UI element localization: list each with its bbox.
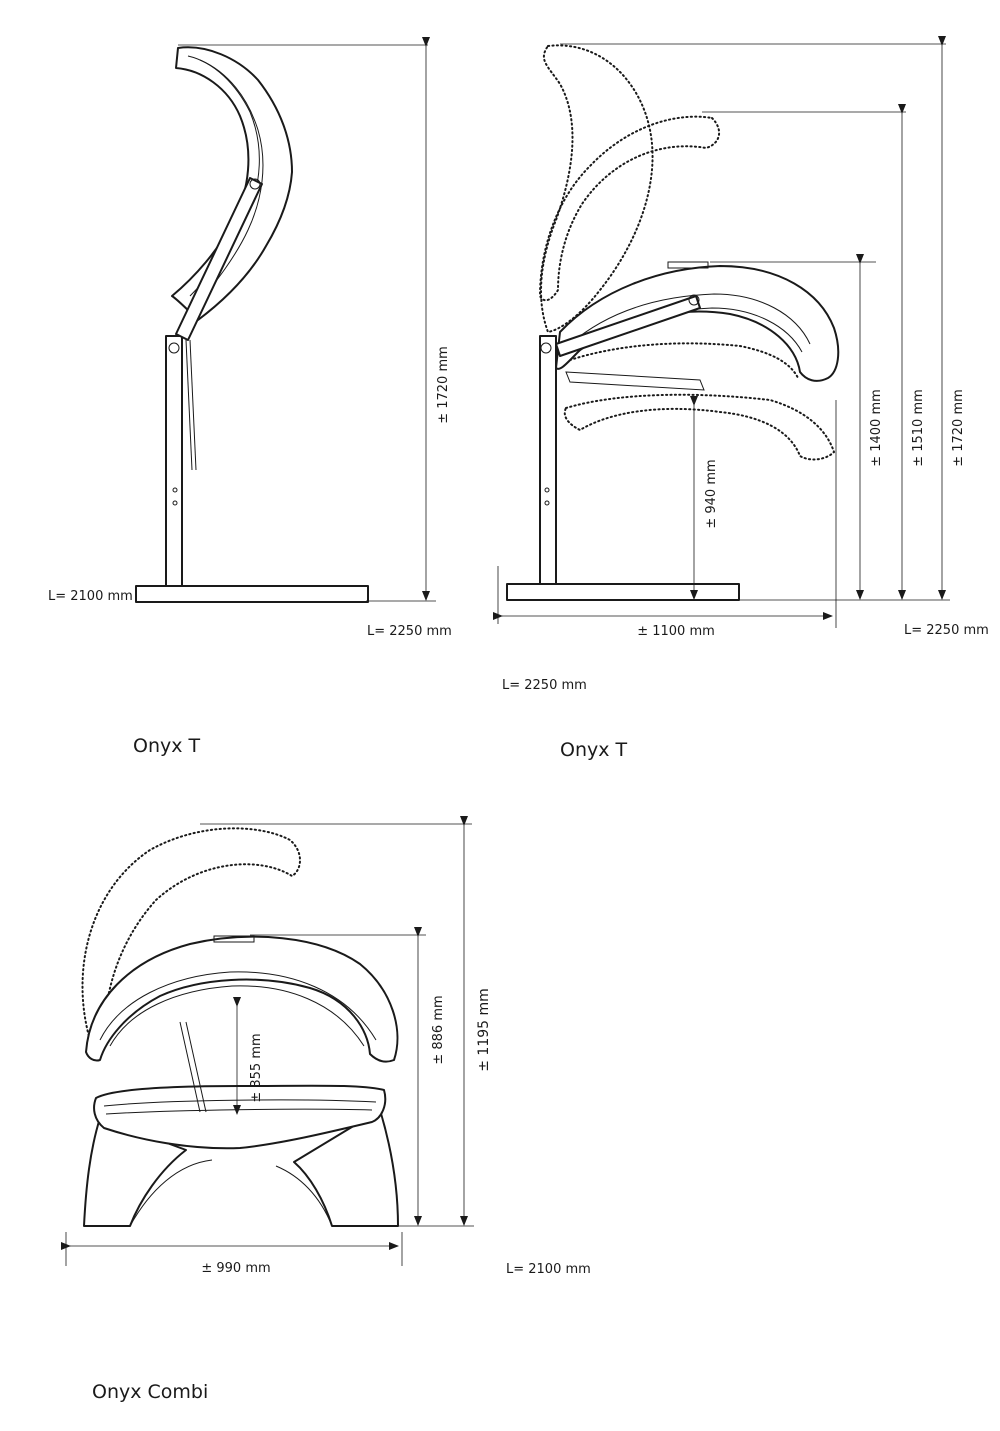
canopy-shell <box>171 46 293 321</box>
length-label-below: L= 2250 mm <box>502 678 587 693</box>
height-1720-label: ± 1720 mm <box>951 389 966 467</box>
length-label: L= 2100 mm <box>506 1262 591 1277</box>
canopy-arm <box>175 177 263 341</box>
overall-length-label: L= 2250 mm <box>367 624 452 639</box>
height-1195-label: ± 1195 mm <box>476 988 492 1072</box>
width-1100-label: ± 1100 mm <box>637 624 715 639</box>
caption-onyx-combi: Onyx Combi <box>92 1381 208 1403</box>
caption-onyx-t-2: Onyx T <box>560 739 628 761</box>
base-length-label: L= 2100 mm <box>48 589 133 604</box>
height-1400-label: ± 1400 mm <box>869 389 884 467</box>
sunbed-bench <box>93 1084 387 1150</box>
onyx-t-upright-drawing <box>135 37 436 603</box>
width-990-label: ± 990 mm <box>201 1261 270 1276</box>
height-886-label: ± 886 mm <box>431 995 446 1064</box>
stand-base <box>506 583 740 601</box>
ghost-position-upright <box>540 44 654 334</box>
gas-spring <box>185 339 193 471</box>
gap-355-label: ± 355 mm <box>249 1033 264 1102</box>
caption-onyx-t-1: Onyx T <box>133 735 201 757</box>
height-label: ± 1720 mm <box>436 346 451 424</box>
onyx-t-positions-drawing <box>493 36 950 628</box>
stand-column <box>539 335 557 585</box>
gas-spring <box>179 1021 201 1113</box>
base-left-leg <box>83 1117 187 1227</box>
ghost-position-low <box>563 393 836 461</box>
stand-column <box>165 335 183 587</box>
onyx-combi-drawing <box>61 816 474 1266</box>
stand-base <box>135 585 369 603</box>
canopy-arm <box>555 295 701 357</box>
ghost-position-mid <box>538 115 721 302</box>
ghost-position-open <box>81 827 301 1041</box>
pivot-bolt <box>168 342 180 354</box>
gap-940-label: ± 940 mm <box>704 459 719 528</box>
length-label-right: L= 2250 mm <box>904 623 989 638</box>
height-1510-label: ± 1510 mm <box>911 389 926 467</box>
canopy-shell <box>85 935 399 1063</box>
